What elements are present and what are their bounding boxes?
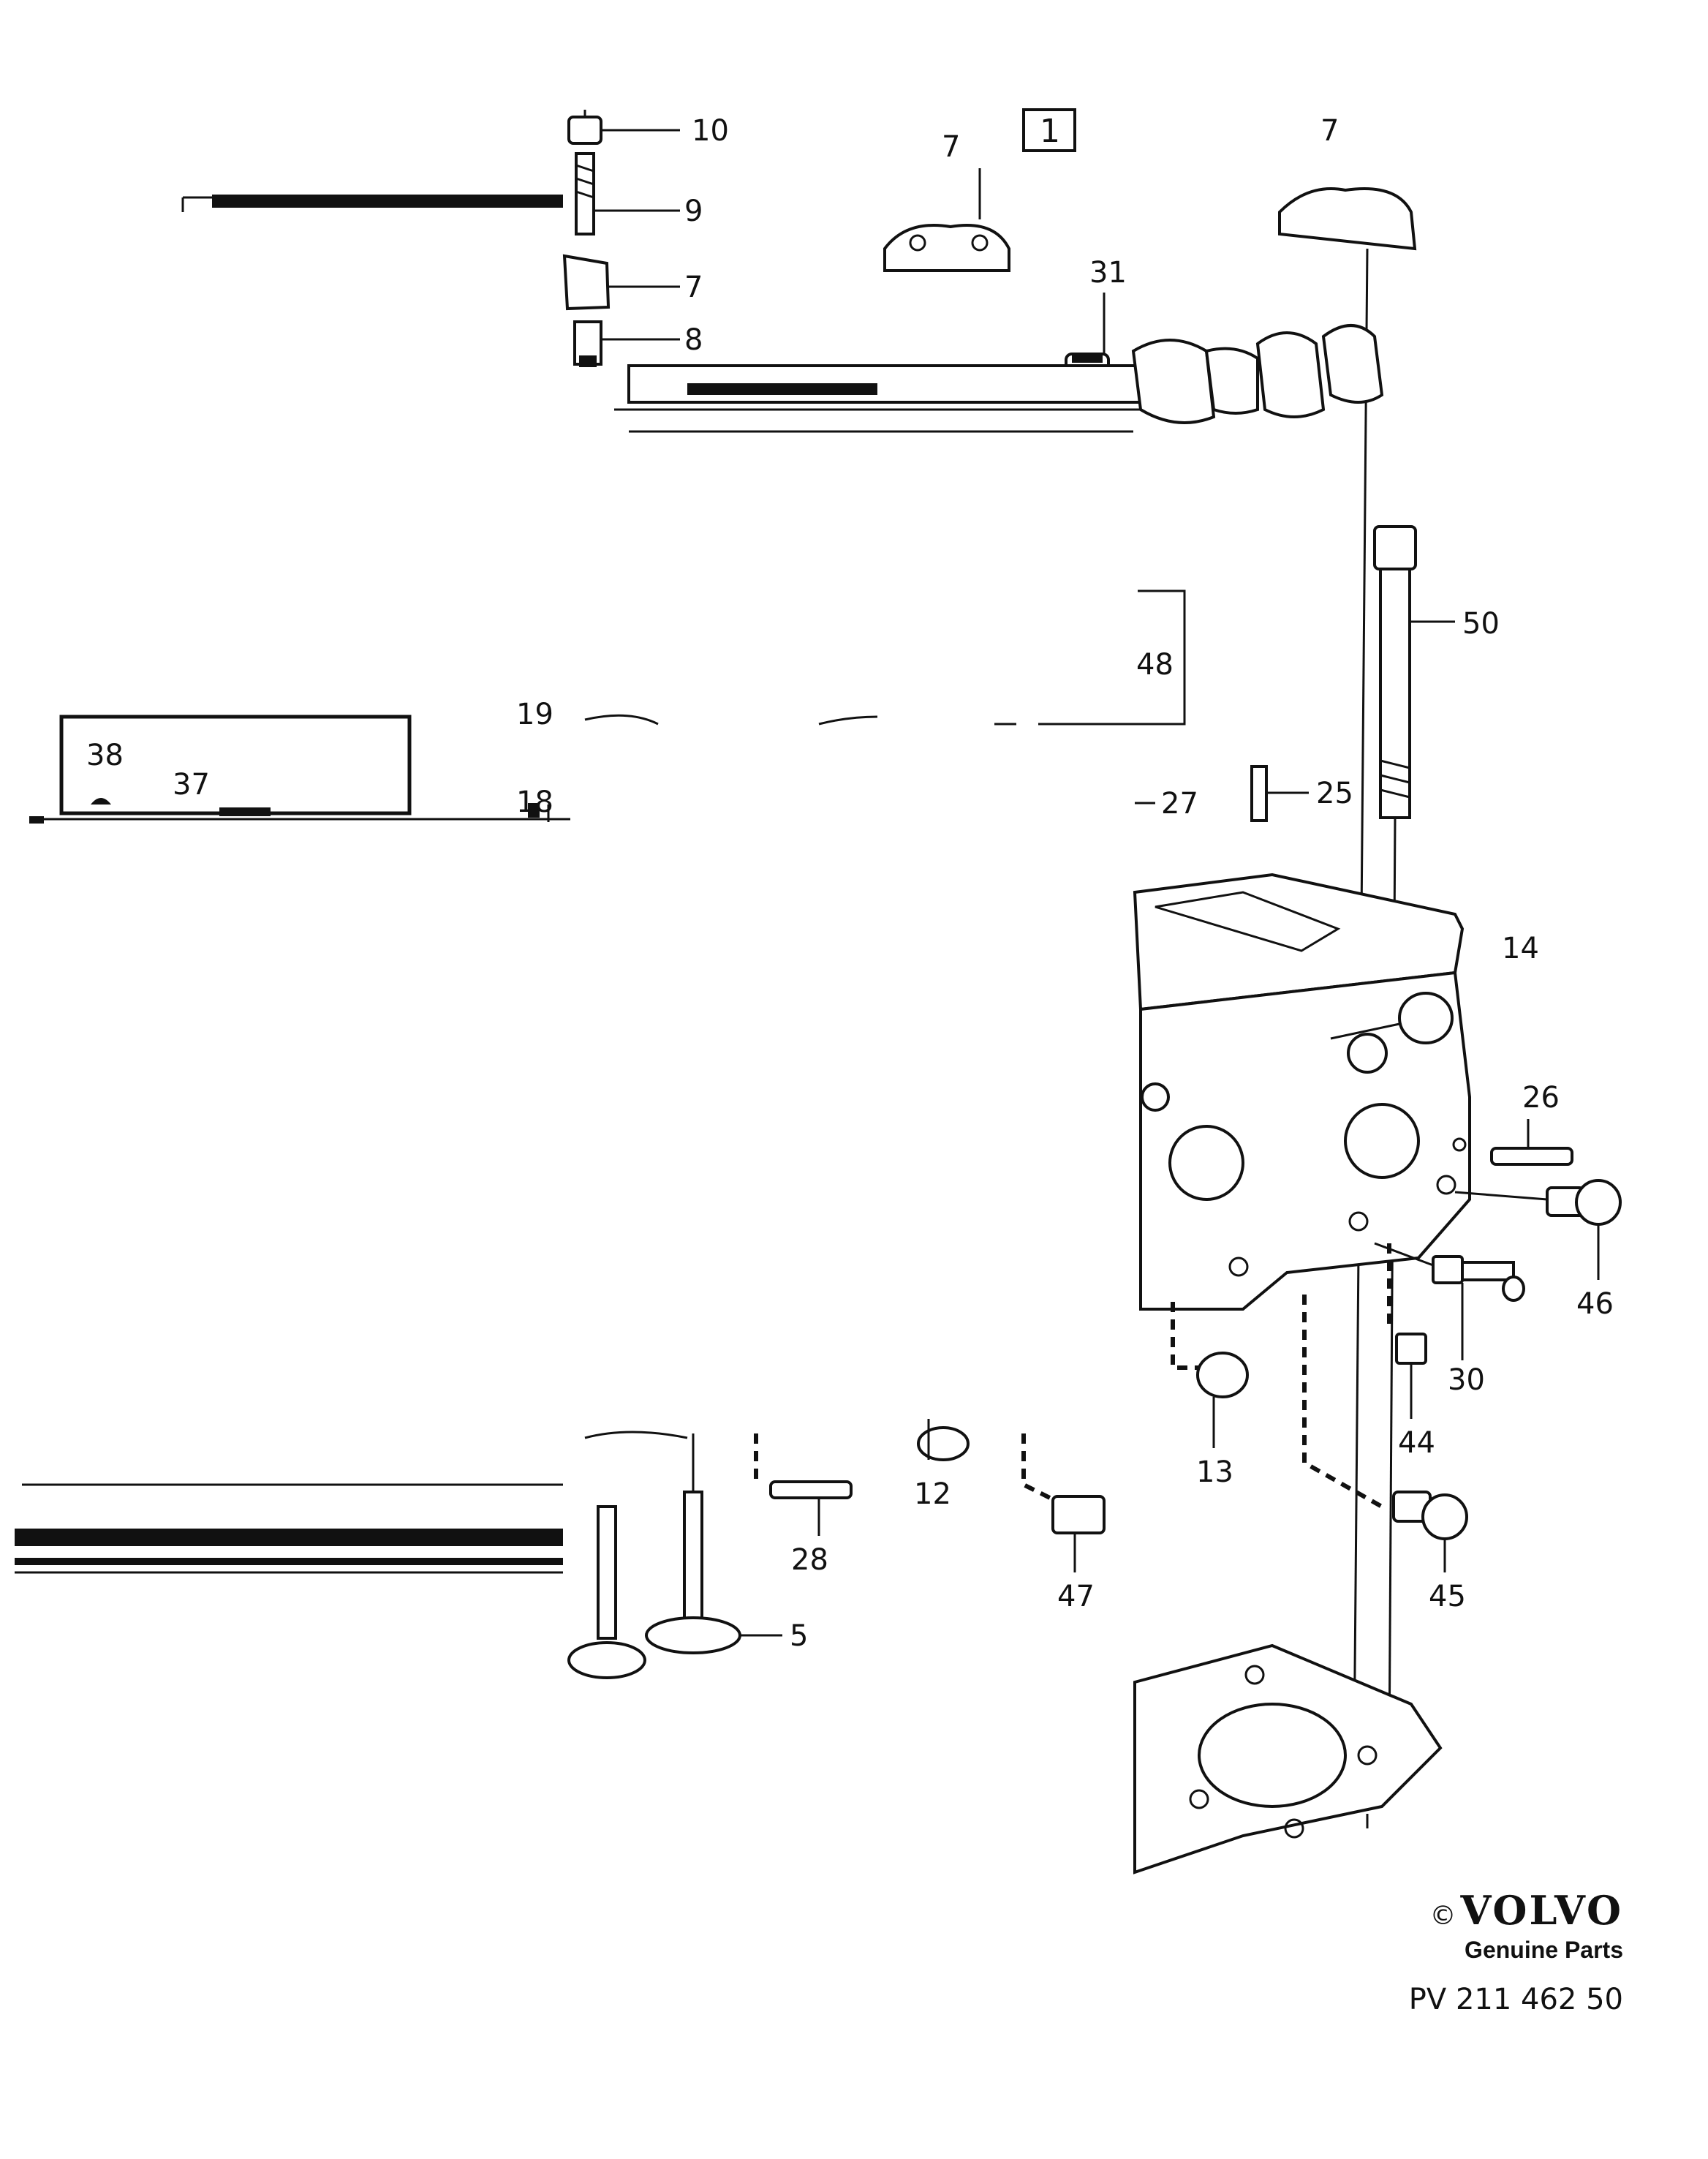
bracket-part-48 — [994, 589, 1186, 726]
plug-part-47 — [1021, 1433, 1106, 1572]
sleeve-part-13 — [1171, 1302, 1249, 1448]
callout-44: 44 — [1398, 1426, 1435, 1460]
head-gasket — [1133, 1643, 1443, 1874]
sleeve-part-8 — [573, 320, 680, 367]
bearing-cap-part-7-middle — [883, 168, 1010, 272]
diagram-reference-number: PV 211 462 50 — [1408, 1983, 1623, 2016]
rail-fragment-top — [181, 195, 563, 212]
callout-5: 5 — [790, 1619, 808, 1653]
camshaft — [614, 324, 1384, 433]
callout-14: 14 — [1502, 932, 1539, 965]
callout-37: 37 — [173, 768, 210, 802]
valve-stems — [567, 1433, 782, 1679]
callout-8: 8 — [684, 323, 703, 357]
stud-part-26 — [1490, 1119, 1573, 1166]
seal-part-31 — [1065, 293, 1110, 374]
callout-50: 50 — [1462, 607, 1500, 641]
callout-30: 30 — [1448, 1363, 1485, 1397]
genuine-parts-tagline: Genuine Parts — [1465, 1937, 1623, 1963]
callout-7-right: 7 — [1320, 114, 1339, 148]
rocker-part-7-left — [562, 254, 680, 311]
plug-part-45 — [1302, 1295, 1468, 1572]
callout-31: 31 — [1089, 256, 1127, 290]
callout-25: 25 — [1316, 777, 1353, 810]
callout-46: 46 — [1576, 1287, 1614, 1321]
plug-part-44 — [1387, 1243, 1427, 1419]
brand-block: ©VOLVO Genuine Parts PV 211 462 50 — [1389, 1887, 1623, 2016]
plug-part-14 — [1330, 992, 1454, 1044]
callout-38: 38 — [86, 739, 124, 772]
box-label-1: 1 — [1040, 113, 1060, 150]
stud-part-28 — [754, 1433, 853, 1536]
callout-18: 18 — [516, 785, 553, 819]
parts-18-19-fragment — [528, 714, 878, 822]
cylinder-head — [1133, 873, 1471, 1311]
box-part-1 — [1022, 108, 1076, 152]
callout-9: 9 — [684, 195, 703, 228]
callout-28: 28 — [791, 1543, 828, 1577]
spring-part-9 — [575, 152, 680, 236]
callout-10: 10 — [692, 114, 729, 148]
sleeve-part-12 — [917, 1419, 970, 1461]
callout-26: 26 — [1522, 1081, 1560, 1115]
copyright-symbol: © — [1429, 1901, 1456, 1931]
callout-48: 48 — [1136, 648, 1174, 682]
stud-part-25 — [1250, 765, 1309, 822]
frame-part-38-37 — [29, 715, 570, 824]
callout-7-middle: 7 — [942, 130, 960, 164]
plug-part-46 — [1454, 1179, 1622, 1280]
nut-part-10 — [567, 110, 680, 145]
callout-47: 47 — [1057, 1580, 1095, 1613]
volvo-logo: ©VOLVO — [1389, 1887, 1623, 1934]
callout-27: 27 — [1161, 787, 1198, 821]
callout-19: 19 — [516, 698, 553, 731]
rail-fragment-bottom — [15, 1431, 688, 1574]
callout-45: 45 — [1429, 1580, 1466, 1613]
callout-13: 13 — [1196, 1455, 1233, 1489]
callout-12: 12 — [914, 1477, 951, 1511]
fitting-part-30 — [1374, 1242, 1525, 1360]
logo-wordmark: VOLVO — [1460, 1887, 1623, 1934]
callout-7-left: 7 — [684, 271, 703, 304]
